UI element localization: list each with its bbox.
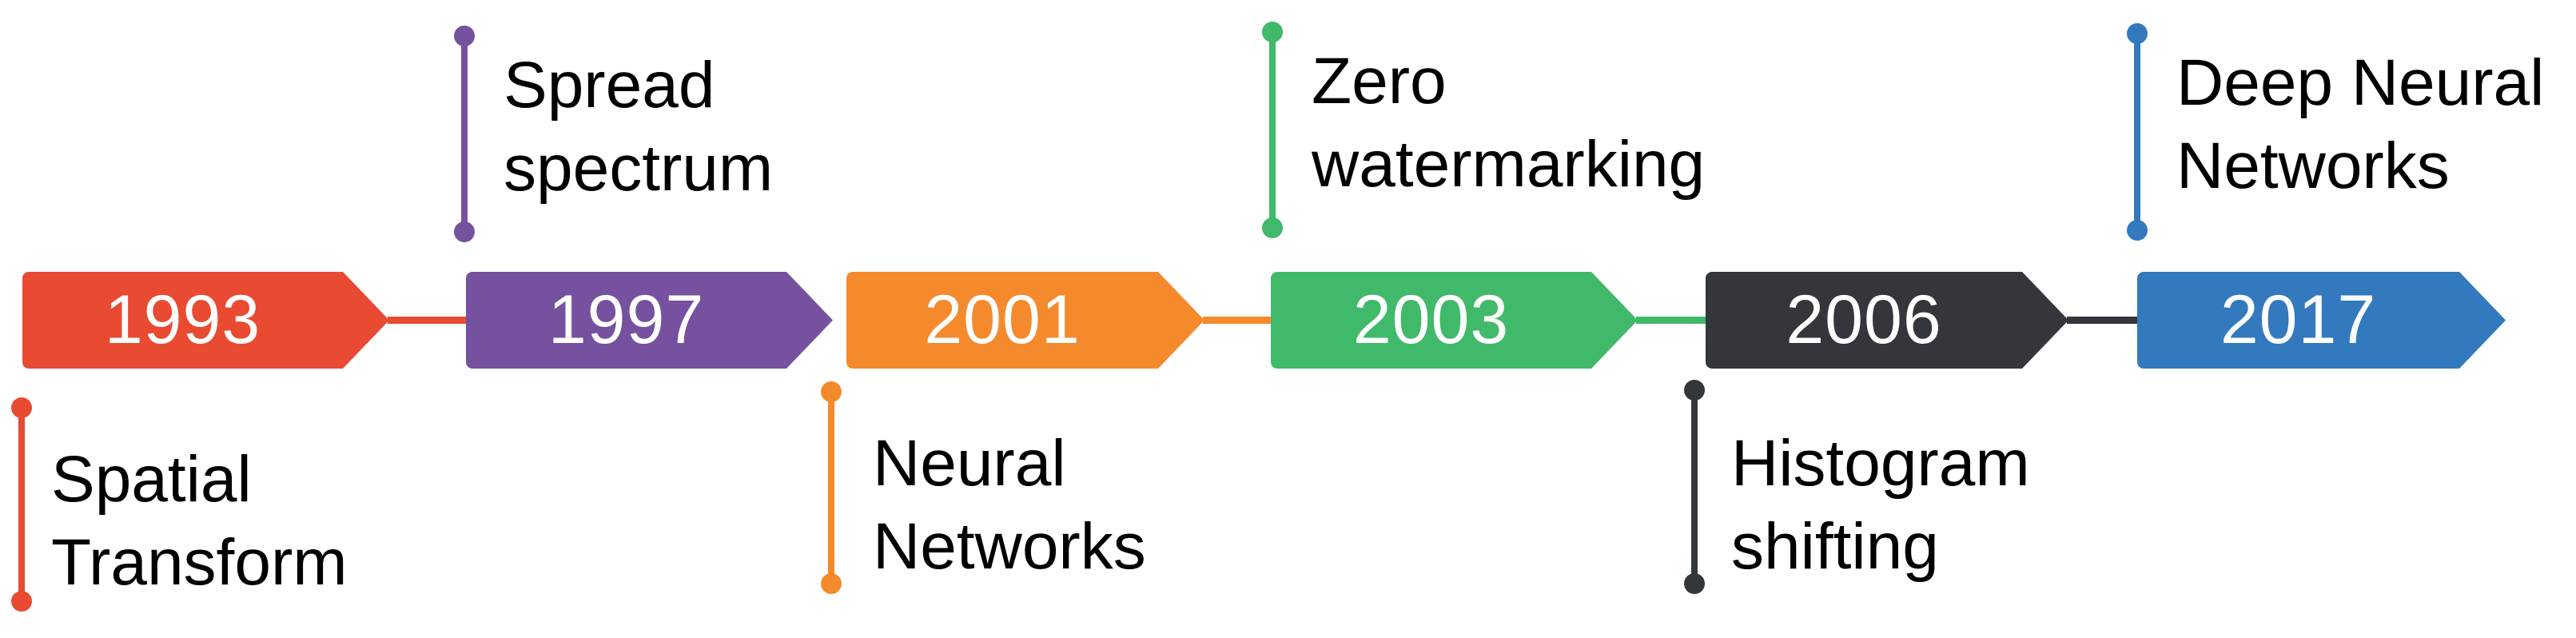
callout-dot-bottom [821, 573, 842, 594]
connector-line [388, 317, 468, 324]
year-label: 2006 [1786, 281, 1942, 358]
callout-dot-bottom [1684, 573, 1705, 594]
label-line: Spatial [51, 443, 252, 516]
year-arrow-1997: 1997 [466, 272, 833, 369]
callout-label-spread-spectrum: Spread spectrum [504, 44, 773, 210]
label-line: Histogram [1731, 427, 2030, 500]
label-line: Neural [873, 427, 1066, 500]
callout-dot-top [1262, 22, 1283, 42]
callout-dot-bottom [454, 221, 475, 242]
year-arrow-1993: 1993 [22, 272, 389, 369]
callout-dot-bottom [1262, 217, 1283, 238]
label-line: spectrum [504, 132, 774, 205]
year-arrow-2006: 2006 [1706, 272, 2068, 369]
callout-label-spatial-transform: Spatial Transform [51, 438, 348, 604]
year-label: 2003 [1352, 281, 1510, 358]
year-label: 1997 [547, 281, 705, 358]
callout-label-zero-watermarking: Zero watermarking [1312, 40, 1705, 206]
callout-line [828, 392, 834, 584]
callout-dot-bottom [2127, 220, 2148, 241]
label-line: Networks [873, 510, 1146, 583]
year-arrow-2017: 2017 [2137, 272, 2506, 369]
callout-dot-top [1684, 380, 1705, 401]
label-line: shifting [1731, 510, 1939, 583]
year-arrow-2003: 2003 [1271, 272, 1638, 369]
callout-dot-top [11, 397, 32, 418]
label-line: Deep Neural [2176, 46, 2545, 119]
connector-line [1636, 317, 1709, 324]
callout-line [1691, 390, 1698, 584]
callout-line [1269, 32, 1276, 228]
callout-dot-top [454, 26, 475, 46]
callout-line [18, 408, 25, 601]
callout-line [2134, 34, 2140, 230]
year-arrow-2001: 2001 [846, 272, 1204, 369]
label-line: Spread [504, 49, 715, 122]
label-line: watermarking [1312, 128, 1706, 201]
year-label: 1993 [104, 281, 261, 358]
callout-dot-top [2127, 23, 2148, 44]
callout-label-histogram-shifting: Histogram shifting [1731, 422, 2030, 588]
year-label: 2001 [924, 281, 1081, 358]
callout-line [461, 36, 468, 232]
callout-label-deep-neural-networks: Deep Neural Networks [2176, 42, 2544, 208]
label-line: Zero [1312, 45, 1447, 118]
callout-label-neural-networks: Neural Networks [873, 422, 1146, 588]
callout-dot-top [821, 381, 842, 402]
label-line: Transform [51, 526, 348, 599]
year-label: 2017 [2220, 281, 2377, 358]
label-line: Networks [2176, 130, 2450, 202]
connector-line [2067, 317, 2140, 324]
callout-dot-bottom [11, 591, 32, 612]
connector-line [1203, 317, 1274, 324]
